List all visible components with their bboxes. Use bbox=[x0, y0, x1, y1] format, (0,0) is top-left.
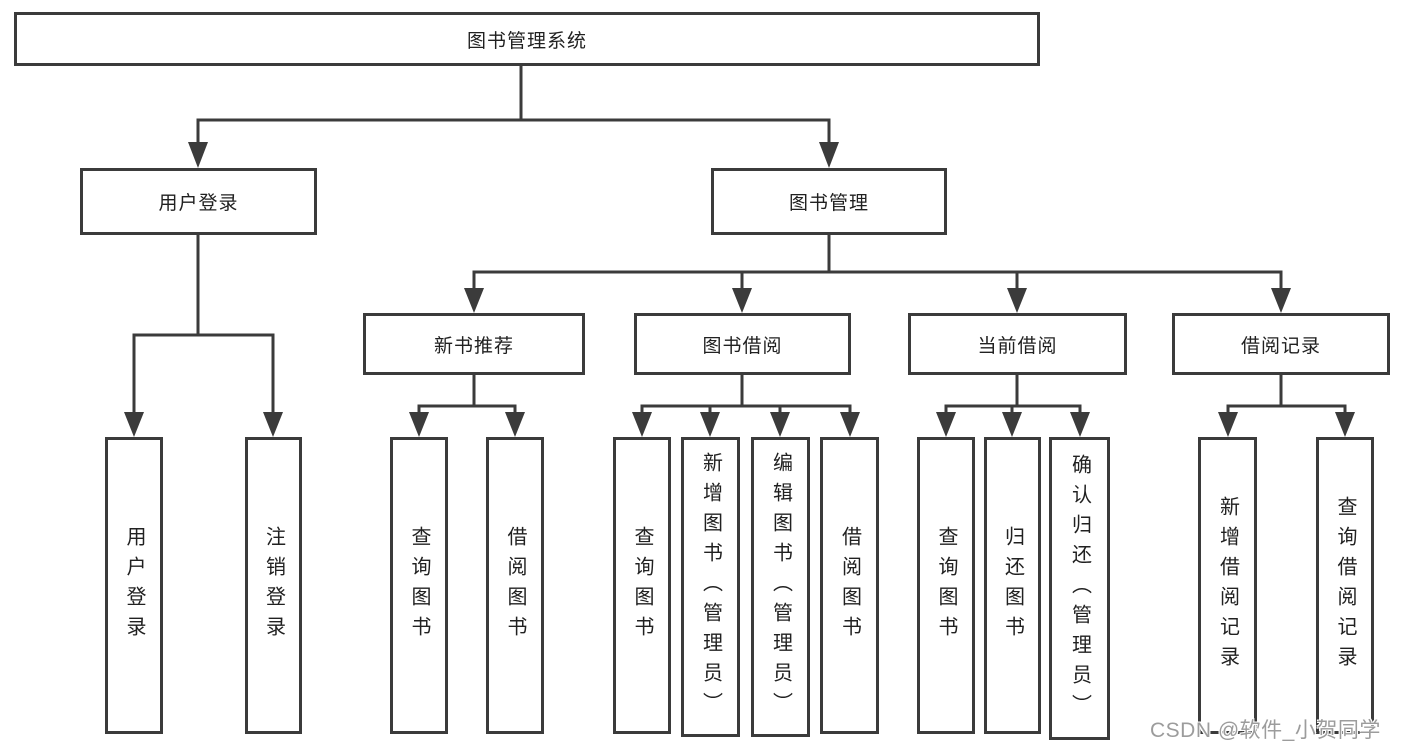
arrow-icon bbox=[263, 412, 283, 437]
leaf-current-confirm-admin: 确认归还（管理员） bbox=[1049, 437, 1110, 740]
arrow-icon bbox=[700, 412, 720, 437]
arrow-icon bbox=[124, 412, 144, 437]
node-book-management: 图书管理 bbox=[711, 168, 947, 235]
leaf-borrow-edit-admin: 编辑图书（管理员） bbox=[751, 437, 810, 737]
leaf-borrow-add-admin: 新增图书（管理员） bbox=[681, 437, 740, 737]
arrow-icon bbox=[732, 288, 752, 313]
leaf-logout: 注销登录 bbox=[245, 437, 302, 734]
node-borrow-records: 借阅记录 bbox=[1172, 313, 1390, 375]
arrow-icon bbox=[1218, 412, 1238, 437]
leaf-records-add: 新增借阅记录 bbox=[1198, 437, 1257, 734]
arrow-icon bbox=[632, 412, 652, 437]
arrow-icon bbox=[1007, 288, 1027, 313]
leaf-newbooks-query: 查询图书 bbox=[390, 437, 448, 734]
node-book-borrow: 图书借阅 bbox=[634, 313, 851, 375]
arrow-icon bbox=[770, 412, 790, 437]
arrow-icon bbox=[188, 142, 208, 168]
node-new-book-recommend: 新书推荐 bbox=[363, 313, 585, 375]
watermark: CSDN @软件_小贺同学 bbox=[1150, 719, 1381, 742]
arrow-icon bbox=[819, 142, 839, 168]
arrow-icon bbox=[840, 412, 860, 437]
arrow-icon bbox=[409, 412, 429, 437]
arrow-icon bbox=[1271, 288, 1291, 313]
arrow-icon bbox=[1070, 412, 1090, 437]
arrow-icon bbox=[505, 412, 525, 437]
leaf-newbooks-borrow: 借阅图书 bbox=[486, 437, 544, 734]
arrow-icon bbox=[1335, 412, 1355, 437]
leaf-borrow-lend: 借阅图书 bbox=[820, 437, 879, 734]
node-user-login: 用户登录 bbox=[80, 168, 317, 235]
arrow-icon bbox=[1002, 412, 1022, 437]
leaf-user-login: 用户登录 bbox=[105, 437, 163, 734]
leaf-current-return: 归还图书 bbox=[984, 437, 1041, 734]
arrow-icon bbox=[936, 412, 956, 437]
node-current-borrow: 当前借阅 bbox=[908, 313, 1127, 375]
node-root: 图书管理系统 bbox=[14, 12, 1040, 66]
leaf-borrow-query: 查询图书 bbox=[613, 437, 671, 734]
leaf-records-query: 查询借阅记录 bbox=[1316, 437, 1374, 734]
arrow-icon bbox=[464, 288, 484, 313]
arrowheads bbox=[124, 142, 1355, 437]
leaf-current-query: 查询图书 bbox=[917, 437, 975, 734]
